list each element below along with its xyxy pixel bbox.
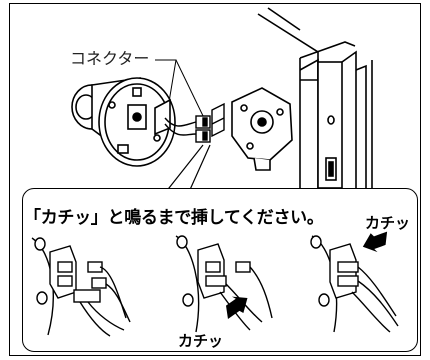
push-arrow-icon [362,231,388,253]
step-3-connected [310,235,399,333]
instruction-text: 「カチッ」と鳴るまで挿してください。 [24,208,324,228]
connector-leader [155,59,206,121]
mounting-bracket [231,87,293,171]
click-sound-label-step3: カチッ [365,214,411,232]
push-arrow-icon [226,296,248,319]
step-1-disconnected [31,237,131,337]
click-sound-label-step2: カチッ [178,332,224,350]
connectors [164,102,225,143]
connector-label: コネクター [70,49,150,68]
step-2-partial [175,235,273,333]
